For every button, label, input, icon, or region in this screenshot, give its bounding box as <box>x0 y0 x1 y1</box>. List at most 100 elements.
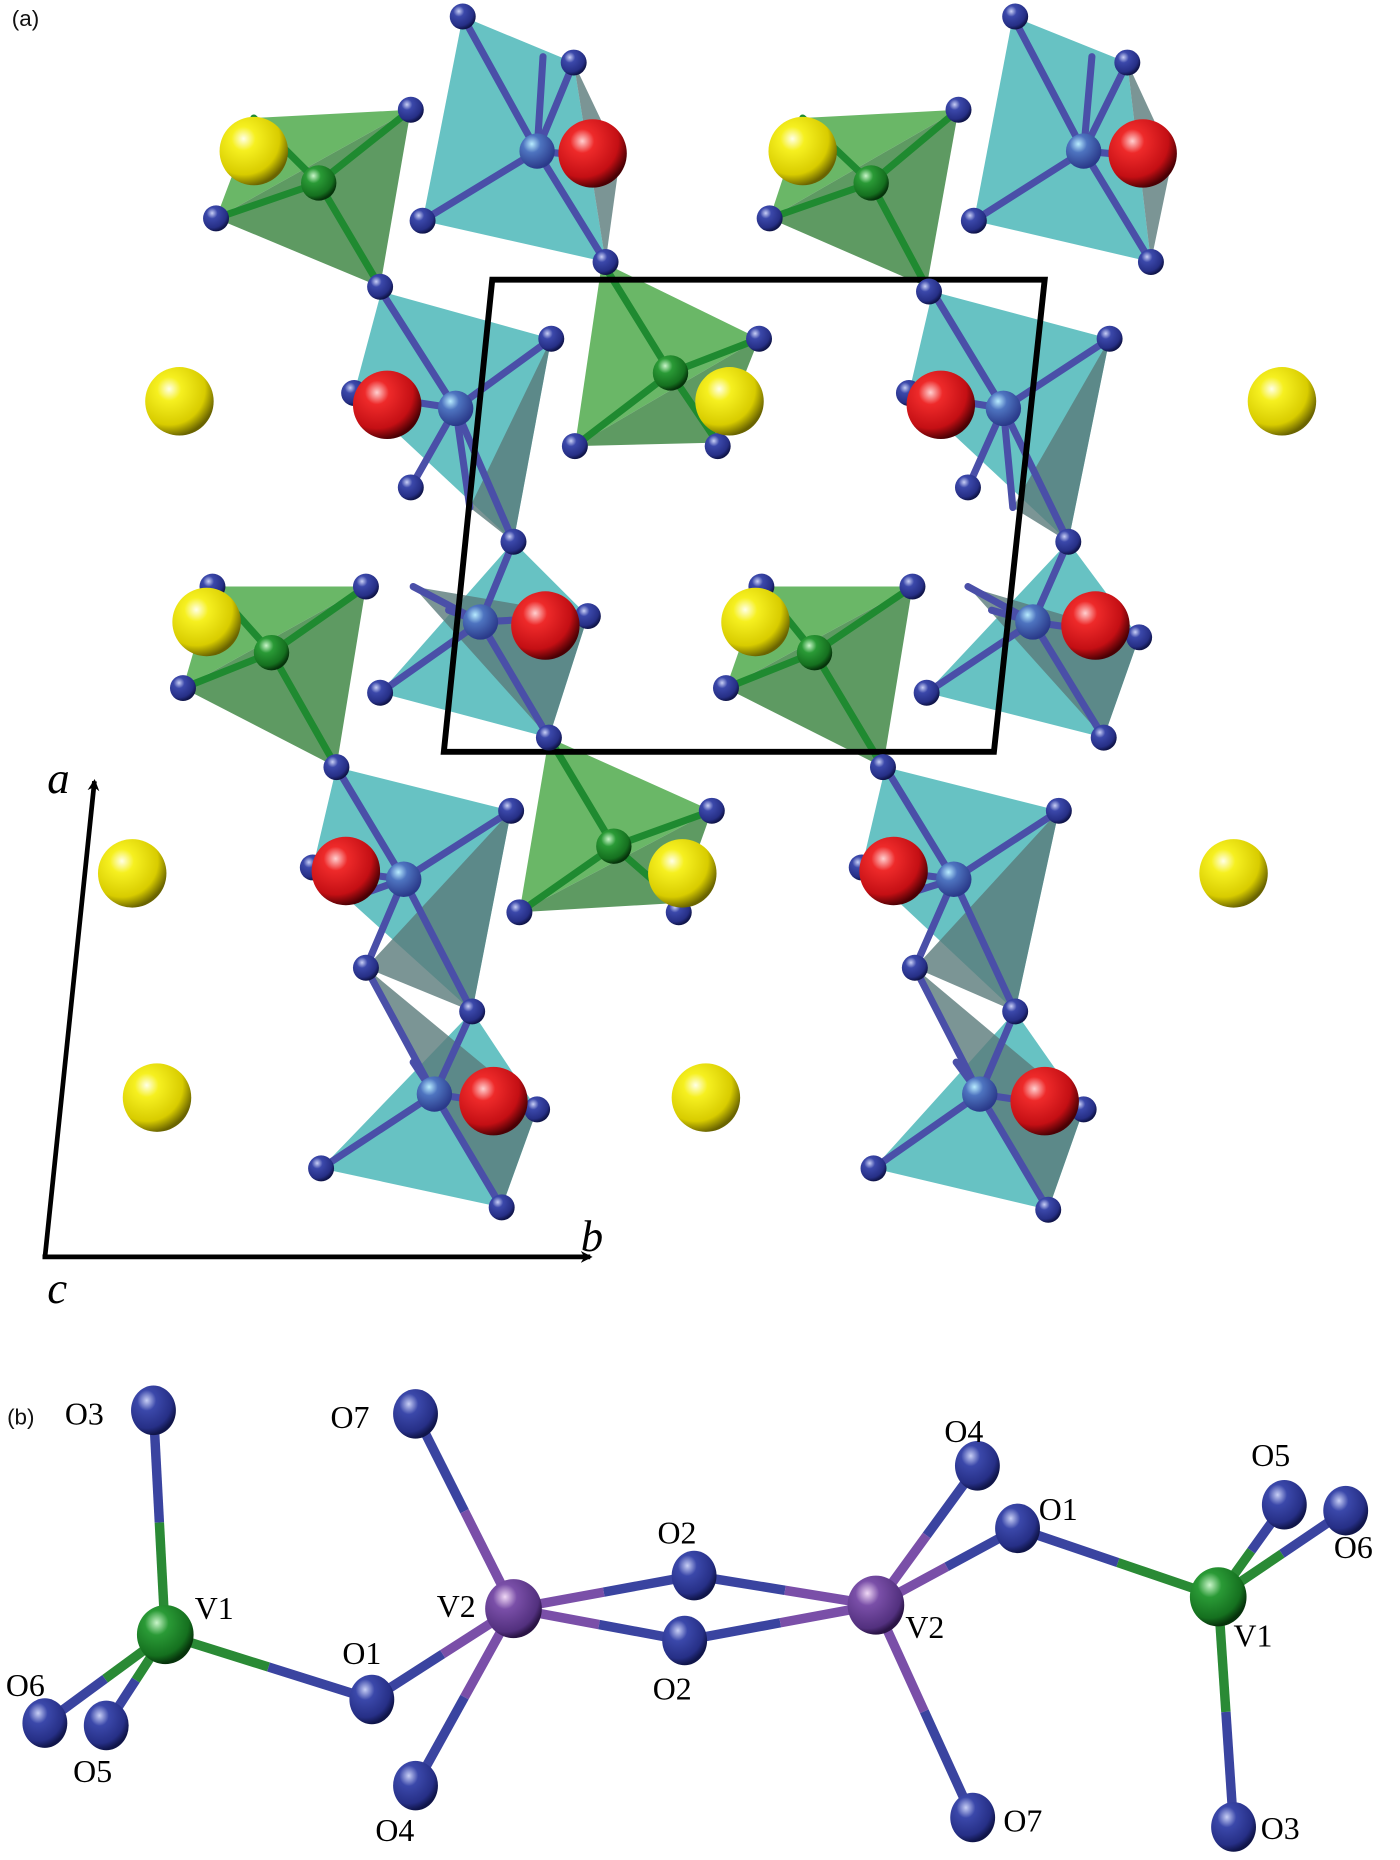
panel-b-bonds <box>42 1410 1349 1828</box>
oxygen-atom <box>712 675 739 702</box>
red-cation-atom <box>311 836 381 906</box>
oxygen-atom <box>1137 249 1164 275</box>
oxygen-atom <box>1211 1802 1256 1852</box>
oxygen-atom <box>169 675 196 702</box>
vanadium-octahedral-atom <box>519 133 555 169</box>
oxygen-atom <box>950 1792 996 1843</box>
axes-indicator: a b c <box>42 753 603 1313</box>
oxygen-atom <box>561 433 588 460</box>
oxygen-atom <box>1323 1485 1369 1536</box>
red-cation-atom <box>511 591 580 660</box>
atom-label: O3 <box>65 1397 104 1432</box>
oxygen-atom <box>397 96 424 123</box>
vanadium-octahedral-atom <box>386 861 422 897</box>
oxygen-atom <box>22 1698 68 1748</box>
oxygen-atom <box>1002 3 1029 30</box>
octahedron <box>419 12 624 266</box>
yellow-cation-atom <box>648 839 717 908</box>
oxygen-atom <box>352 573 379 600</box>
oxygen-atom <box>449 3 476 30</box>
oxygen-atom <box>954 474 981 501</box>
yellow-cation-atom <box>172 587 241 657</box>
atom-label: O2 <box>658 1516 697 1551</box>
red-cation-atom <box>1061 591 1130 660</box>
oxygen-atom <box>498 797 525 824</box>
oxygen-atom <box>704 433 731 460</box>
atom-label: O6 <box>1334 1530 1373 1565</box>
oxygen-atom <box>945 96 972 123</box>
oxygen-atom <box>592 249 619 275</box>
oxygen-atom <box>352 954 379 981</box>
vanadium-atom <box>485 1579 542 1639</box>
red-cation-atom <box>352 370 422 440</box>
vanadium-atom <box>847 1575 905 1635</box>
yellow-cation-atom <box>219 116 289 186</box>
oxygen-atom <box>574 603 601 630</box>
oxygen-atom <box>393 1389 438 1439</box>
vanadium-tetrahedral-atom <box>253 634 290 671</box>
oxygen-atom <box>1261 1479 1307 1530</box>
atom-label: O3 <box>1261 1811 1300 1846</box>
oxygen-atom <box>524 1096 551 1123</box>
a-axis-label: a <box>47 753 69 803</box>
oxygen-atom <box>662 1615 708 1666</box>
oxygen-atom <box>323 754 350 781</box>
atom-label: O7 <box>1003 1804 1042 1839</box>
yellow-cation-atom <box>1247 367 1317 436</box>
red-cation-atom <box>906 370 976 440</box>
red-cation-atom <box>1010 1066 1079 1136</box>
b-axis-label: b <box>581 1211 603 1261</box>
oxygen-atom <box>913 679 940 706</box>
oxygen-atom <box>393 1760 438 1811</box>
a-axis-arrow <box>42 778 100 1259</box>
atom-label: O7 <box>331 1400 370 1435</box>
atom-label: V2 <box>437 1589 476 1624</box>
red-cation-atom <box>459 1066 528 1136</box>
yellow-cation-atom <box>97 839 167 908</box>
vanadium-octahedral-atom <box>437 390 474 427</box>
oxygen-atom <box>1114 49 1141 76</box>
yellow-cation-atom <box>768 116 837 186</box>
atom-label: O1 <box>342 1636 381 1671</box>
oxygen-atom <box>1045 797 1072 824</box>
atom-label: O5 <box>73 1754 112 1789</box>
oxygen-atom <box>1055 528 1082 555</box>
oxygen-atom <box>899 573 926 600</box>
vanadium-octahedral-atom <box>962 1076 998 1112</box>
oxygen-atom <box>131 1385 176 1436</box>
oxygen-atom <box>1126 624 1153 651</box>
atom-label: V1 <box>1234 1618 1273 1653</box>
oxygen-atom <box>671 1550 717 1601</box>
vanadium-octahedral-atom <box>985 390 1022 427</box>
red-cation-atom <box>859 836 928 906</box>
unit-cell-outline <box>440 276 1048 755</box>
oxygen-atom <box>954 1441 1000 1491</box>
yellow-cation-atom <box>671 1063 741 1132</box>
oxygen-atom <box>308 1155 335 1182</box>
yellow-cation-atom <box>1199 839 1268 908</box>
oxygen-atom <box>1096 325 1123 352</box>
atom-label: O2 <box>653 1671 692 1706</box>
vanadium-tetrahedral-atom <box>596 828 632 864</box>
oxygen-atom <box>506 899 533 926</box>
vanadium-tetrahedral-atom <box>796 634 833 671</box>
oxygen-atom <box>960 207 987 234</box>
panel-b-atoms <box>22 1385 1369 1852</box>
atom-label: O4 <box>375 1813 414 1848</box>
vanadium-octahedral-atom <box>416 1076 453 1112</box>
vanadium-tetrahedral-atom <box>853 165 889 201</box>
oxygen-atom <box>459 998 486 1025</box>
oxygen-atom <box>1090 724 1117 751</box>
atoms <box>97 3 1317 1223</box>
oxygen-atom <box>560 49 587 76</box>
panel-a: (a) a b c <box>12 3 1317 1313</box>
c-axis-label: c <box>47 1263 67 1313</box>
oxygen-atom <box>756 205 783 232</box>
oxygen-atom <box>367 679 394 706</box>
atom-label: O4 <box>944 1414 983 1449</box>
yellow-cation-atom <box>721 587 790 657</box>
oxygen-atom <box>1035 1196 1062 1223</box>
